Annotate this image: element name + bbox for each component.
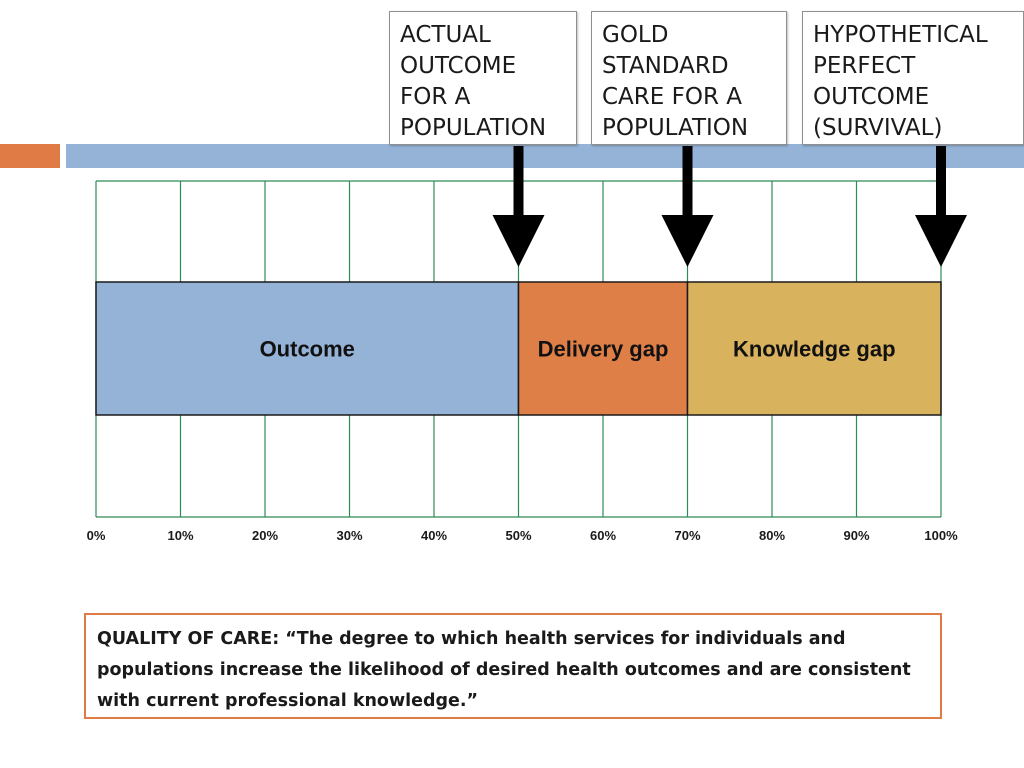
segment-label-outcome: Outcome: [260, 337, 355, 362]
accent-bar-orange: [0, 144, 60, 168]
x-tick-label: 80%: [759, 528, 785, 543]
arrow-down-icon: [492, 215, 545, 267]
x-tick-label: 90%: [843, 528, 869, 543]
x-tick-label: 30%: [336, 528, 362, 543]
x-tick-label: 0%: [87, 528, 106, 543]
x-tick-label: 70%: [674, 528, 700, 543]
quality-of-care-definition: QUALITY OF CARE: “The degree to which he…: [84, 613, 942, 719]
x-tick-label: 50%: [505, 528, 531, 543]
segment-label-knowledge-gap: Knowledge gap: [733, 337, 896, 362]
segment-delivery-gap: [517, 281, 689, 416]
arrow-down-icon: [915, 215, 967, 267]
x-tick-label: 100%: [924, 528, 958, 543]
arrow-shaft: [682, 146, 693, 216]
arrow-down-icon: [661, 215, 714, 267]
arrow-shaft: [513, 146, 524, 216]
callout-actual-outcome: ACTUAL OUTCOME FOR A POPULATION: [389, 11, 577, 145]
segment-outcome: [95, 281, 520, 416]
x-tick-label: 60%: [590, 528, 616, 543]
segment-label-delivery-gap: Delivery gap: [538, 337, 669, 362]
accent-bar-blue: [66, 144, 1024, 168]
definition-term: QUALITY OF CARE:: [97, 629, 280, 649]
x-tick-label: 20%: [252, 528, 278, 543]
callout-perfect-outcome: HYPOTHETICAL PERFECT OUTCOME (SURVIVAL): [802, 11, 1024, 145]
arrow-shaft: [936, 146, 946, 216]
segment-knowledge-gap: [686, 281, 942, 416]
x-tick-label: 10%: [167, 528, 193, 543]
definition-text: “The degree to which health services for…: [97, 629, 911, 711]
callout-gold-standard: GOLD STANDARD CARE FOR A POPULATION: [591, 11, 787, 145]
x-tick-label: 40%: [421, 528, 447, 543]
